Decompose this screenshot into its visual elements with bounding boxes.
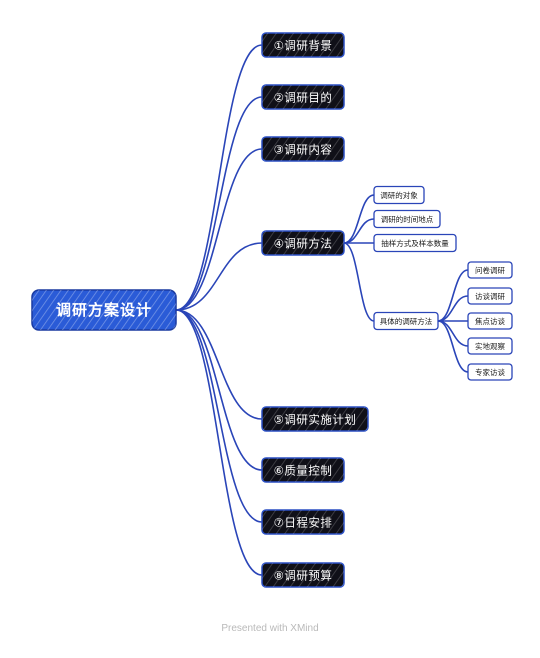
method-subnode-box (373, 185, 425, 205)
specific-method-leaf-2[interactable]: 访谈调研 (467, 287, 513, 305)
branch-node-2[interactable]: ②调研目的 (261, 84, 345, 110)
specific-method-leaf-label: 焦点访谈 (475, 316, 505, 326)
method-subnode-box (373, 311, 439, 331)
connector-root-branch-5 (175, 309, 263, 420)
branch-node-label: ⑦日程安排 (274, 516, 333, 530)
branch-node-label: ⑥质量控制 (274, 464, 333, 478)
branch-node-label: ⑤调研实施计划 (274, 413, 357, 427)
branch-node-label: ⑧调研预算 (274, 569, 333, 583)
branch-node-hatch (262, 510, 344, 534)
mind-map-nodes: 调研方案设计 ①调研背景 ②调研目的 ③调研内容 ④调研方法 调研的对象调研的时间地点抽样… (31, 32, 513, 588)
branch-node-hatch (262, 458, 344, 482)
branch-node-hatch (262, 231, 344, 255)
specific-method-leaf-box (467, 312, 513, 330)
branch-node-8[interactable]: ⑧调研预算 (261, 562, 345, 588)
connector-specific-leaf-1 (437, 269, 469, 322)
specific-method-leaf-1[interactable]: 问卷调研 (467, 261, 513, 279)
method-subnode-label: 调研的时间地点 (381, 214, 434, 224)
specific-method-leaf-box (467, 363, 513, 381)
connector-specific-leaf-4 (437, 320, 469, 347)
branch-node-hatch (262, 407, 368, 431)
method-subnode-box (373, 233, 457, 253)
connector-specific-leaf-2 (437, 295, 469, 322)
branch-node-3[interactable]: ③调研内容 (261, 136, 345, 162)
branch-node-label: ②调研目的 (274, 91, 333, 105)
root-node[interactable]: 调研方案设计 (31, 289, 177, 331)
method-subnode-2[interactable]: 调研的时间地点 (373, 209, 441, 229)
connector-root-branch-1 (175, 44, 263, 311)
method-subnode-3[interactable]: 抽样方式及样本数量 (373, 233, 457, 253)
specific-method-leaf-box (467, 337, 513, 355)
specific-method-leaf-box (467, 261, 513, 279)
connector-root-branch-8 (175, 309, 263, 576)
method-subnode-1[interactable]: 调研的对象 (373, 185, 425, 205)
branch-node-5[interactable]: ⑤调研实施计划 (261, 406, 369, 432)
branch-node-hatch (262, 137, 344, 161)
root-node-label: 调研方案设计 (56, 301, 152, 319)
connector-root-branch-2 (175, 96, 263, 311)
connector-root-branch-3 (175, 148, 263, 311)
specific-method-leaf-label: 专家访谈 (475, 367, 505, 377)
footer-watermark: Presented with XMind (221, 623, 319, 634)
connector-lines (175, 44, 469, 576)
branch-node-label: ③调研内容 (274, 143, 333, 157)
branch-node-label: ①调研背景 (274, 39, 333, 53)
method-subnode-box (373, 209, 441, 229)
method-subnode-label: 具体的调研方法 (380, 316, 433, 326)
specific-method-leaf-4[interactable]: 实地观察 (467, 337, 513, 355)
method-subnode-label: 抽样方式及样本数量 (381, 238, 449, 248)
connector-root-branch-7 (175, 309, 263, 523)
specific-method-leaf-label: 实地观察 (475, 341, 505, 351)
connector-method-sub-2 (343, 218, 375, 244)
branch-node-7[interactable]: ⑦日程安排 (261, 509, 345, 535)
specific-method-leaf-box (467, 287, 513, 305)
branch-node-hatch (262, 85, 344, 109)
branch-node-hatch (262, 33, 344, 57)
specific-method-leaf-label: 访谈调研 (475, 291, 505, 301)
branch-node-label: ④调研方法 (274, 237, 333, 251)
specific-method-leaf-label: 问卷调研 (475, 265, 505, 275)
method-subnode-4[interactable]: 具体的调研方法 (373, 311, 439, 331)
connector-method-sub-4 (343, 242, 375, 322)
connector-root-branch-6 (175, 309, 263, 471)
root-node-hatch (32, 290, 176, 330)
branch-node-4[interactable]: ④调研方法 (261, 230, 345, 256)
connector-specific-leaf-5 (437, 320, 469, 373)
branch-node-hatch (262, 563, 344, 587)
branch-node-6[interactable]: ⑥质量控制 (261, 457, 345, 483)
connector-root-branch-4 (175, 242, 263, 311)
branch-node-1[interactable]: ①调研背景 (261, 32, 345, 58)
specific-method-leaf-3[interactable]: 焦点访谈 (467, 312, 513, 330)
method-subnode-label: 调研的对象 (380, 190, 418, 200)
specific-method-leaf-5[interactable]: 专家访谈 (467, 363, 513, 381)
